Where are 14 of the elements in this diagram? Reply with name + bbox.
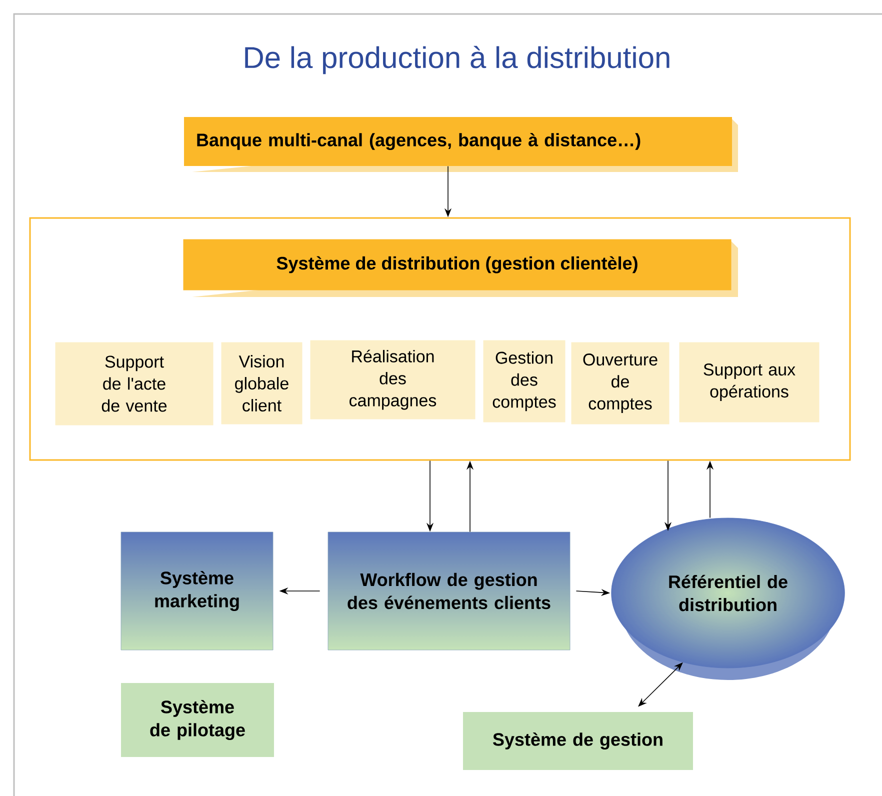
function-box: Gestion des comptes <box>483 340 566 422</box>
system-box: Workflow de gestion des événements clients <box>328 532 570 650</box>
system-banner: Banque multi-canal (agences, banque à distance…) <box>184 117 738 172</box>
function-box: Support aux opérations <box>679 342 820 422</box>
system-box: Système de pilotage <box>121 683 274 757</box>
system-box: Système de gestion <box>463 712 693 770</box>
title: De la production à la distribution <box>245 46 670 74</box>
function-box: Réalisation des campagnes <box>310 340 476 420</box>
function-box: Ouverture de comptes <box>571 342 670 424</box>
function-box: Vision globale client <box>221 342 302 424</box>
container-frame <box>29 217 851 461</box>
system-banner: Système de distribution (gestion clientèle) <box>183 239 738 297</box>
function-box: Support de l'acte de vente <box>55 342 214 426</box>
system-box: Système marketing <box>120 532 274 650</box>
